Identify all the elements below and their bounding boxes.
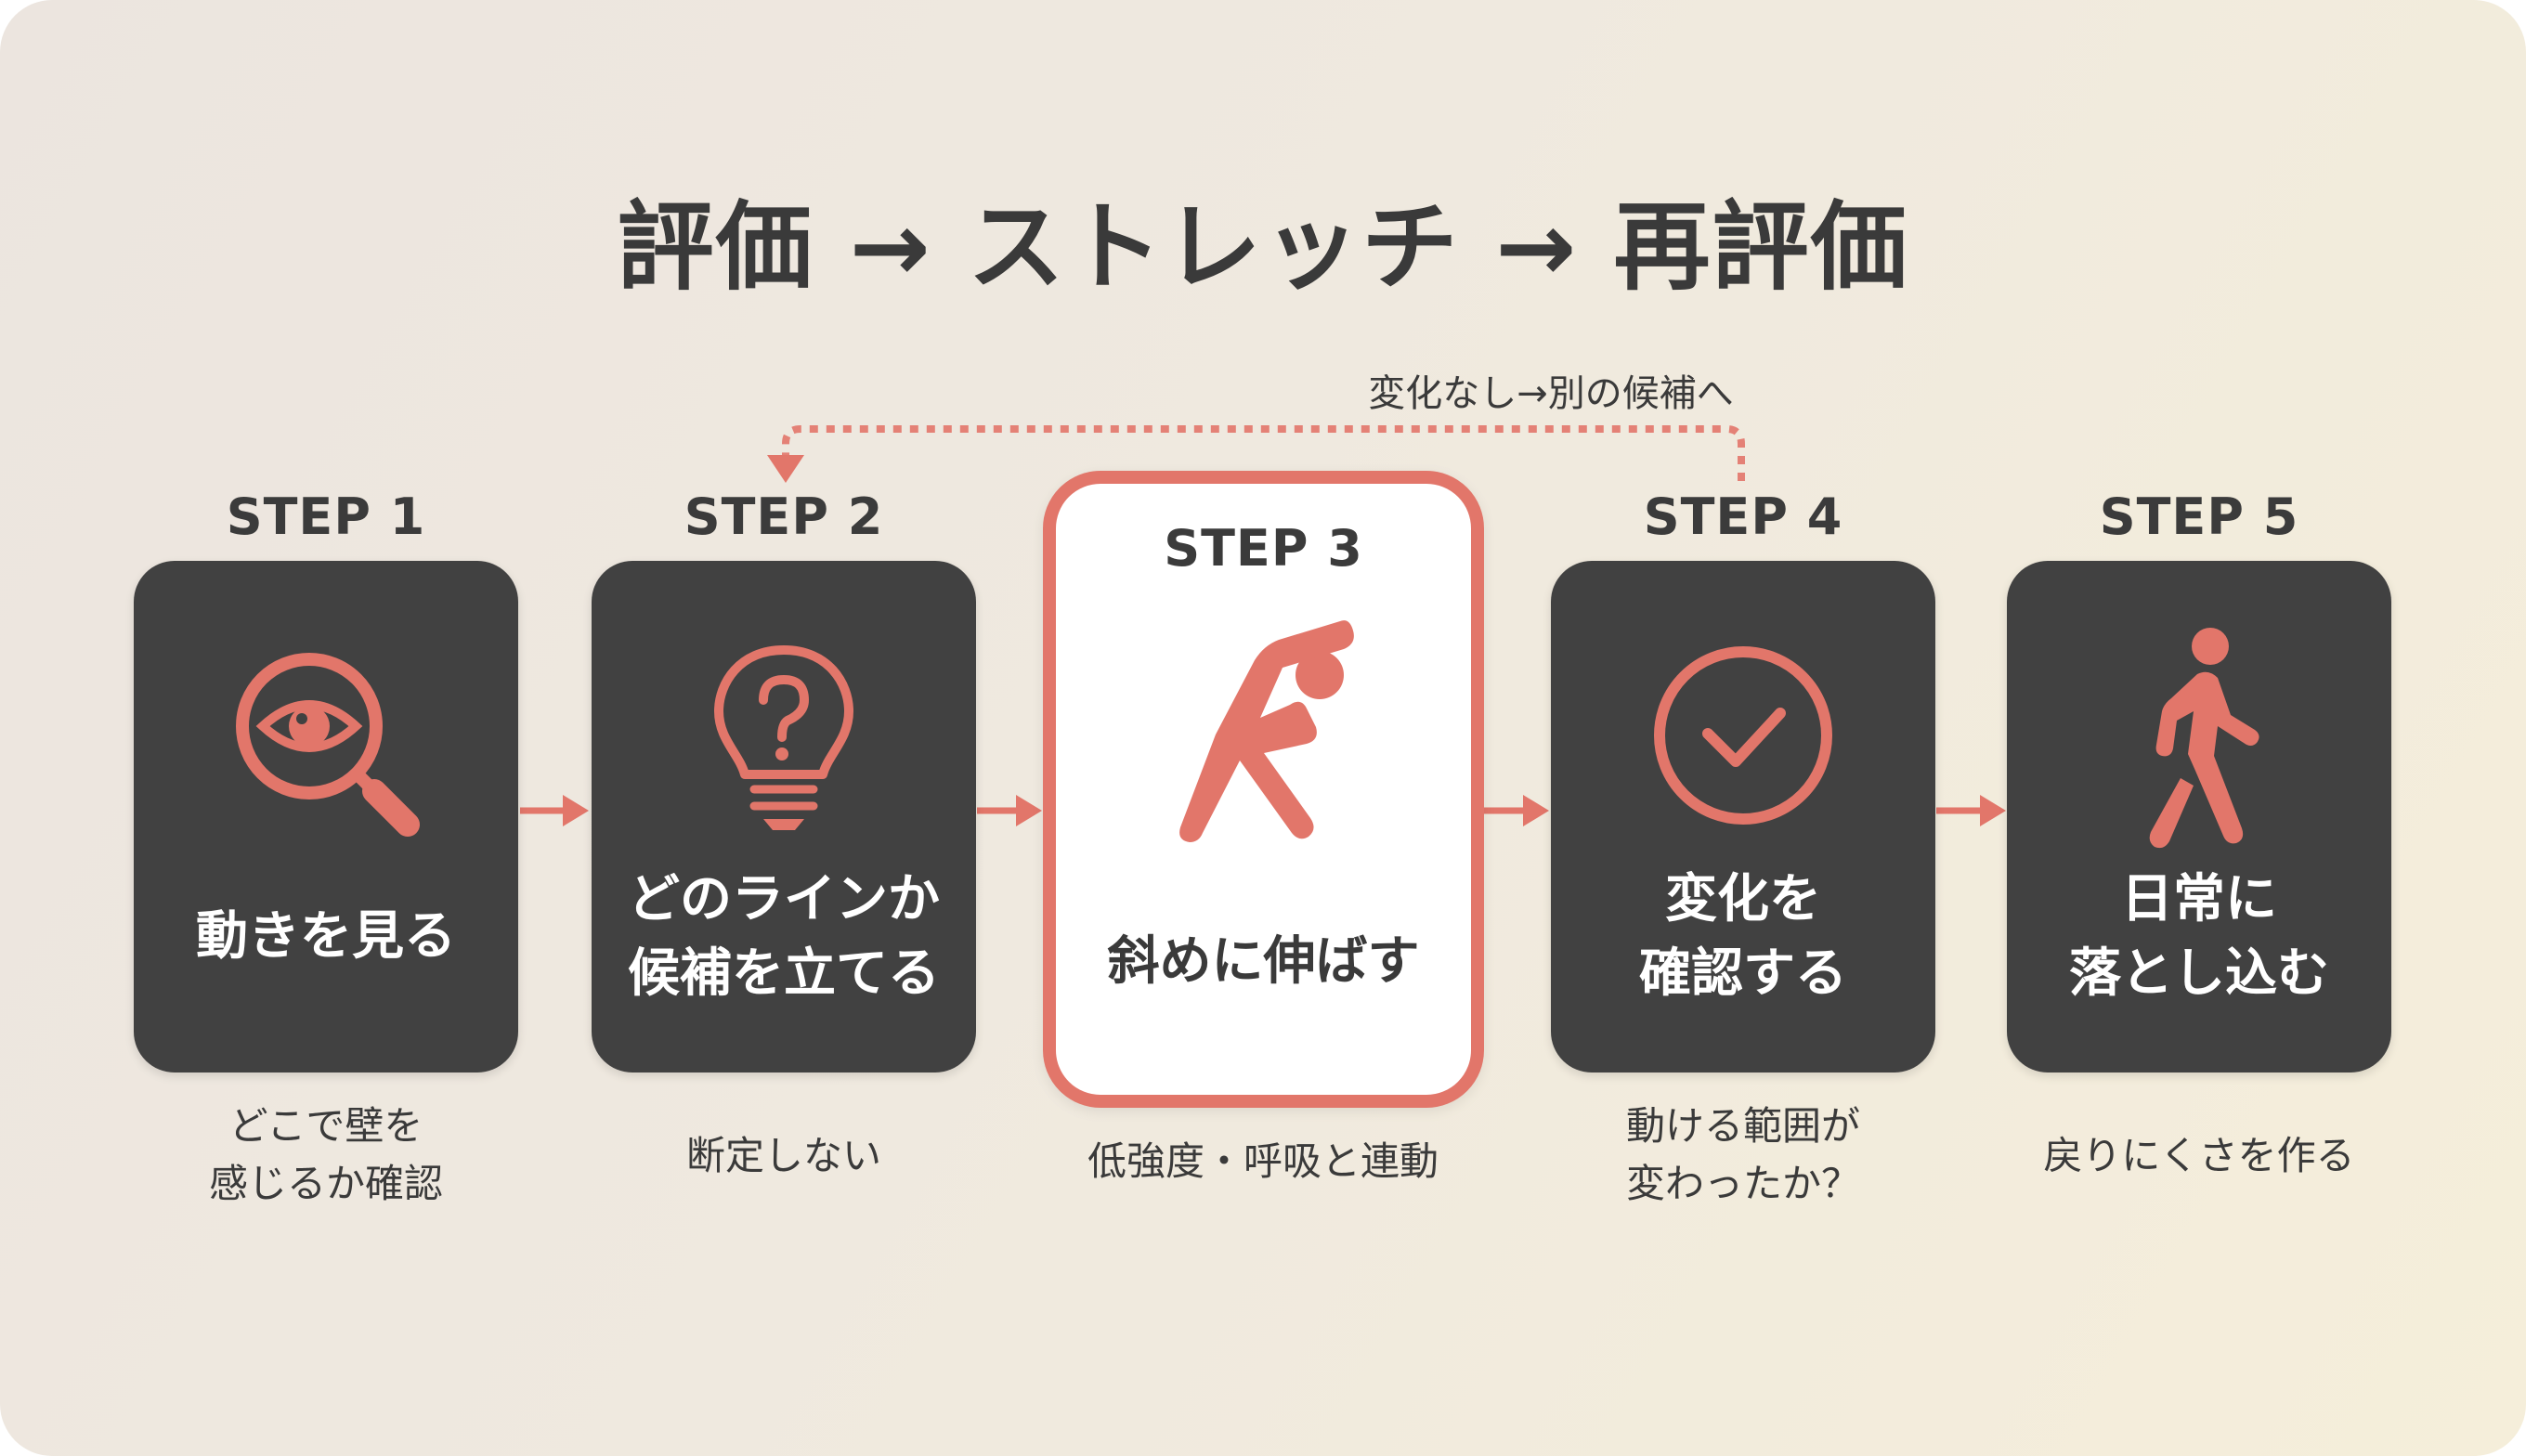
step-5-title: 日常に 落とし込む (2007, 863, 2391, 1011)
step-1-note: どこで壁を 感じるか確認 (94, 1098, 558, 1213)
flow-arrow-3-4 (1484, 795, 1549, 826)
diagram-title: 評価 → ストレッチ → 再評価 (617, 190, 1909, 304)
step-4-title-line-2: 確認する (1639, 943, 1847, 1004)
flow-arrow-4-5 (1936, 795, 2006, 826)
step-4-note-line-2: 変わったか？ (1625, 1161, 1860, 1206)
step-3-note-line-1: 低強度・呼吸と連動 (1087, 1138, 1439, 1184)
step-4-card: 変化を 確認する (1551, 561, 1935, 1072)
step-4-title: 変化を 確認する (1551, 863, 1935, 1011)
step-3-label: STEP 3 (1164, 519, 1363, 578)
step-5-label: STEP 5 (2099, 488, 2299, 546)
step-4-title-line-1: 変化を (1665, 869, 1821, 930)
step-3-card-highlighted: STEP 3 斜めに伸ばす (1043, 471, 1484, 1108)
check-circle-icon (1551, 626, 1935, 867)
step-3-title: 斜めに伸ばす (1107, 931, 1420, 992)
flow-arrow-1-2 (520, 795, 589, 826)
step-5-note: 戻りにくさを作る (1967, 1127, 2431, 1185)
step-2-title-line-2: 候補を立てる (628, 943, 940, 1004)
step-5-title-line-1: 日常に (2121, 869, 2277, 930)
step-4-note: 動ける範囲が 変わったか？ (1511, 1098, 1975, 1213)
step-2-title-line-1: どのラインか (628, 869, 940, 930)
step-2-note-line-1: 断定しない (685, 1133, 881, 1178)
step-4-label: STEP 4 (1643, 488, 1843, 546)
step-5-card: 日常に 落とし込む (2007, 561, 2391, 1072)
step-1-label: STEP 1 (226, 488, 426, 546)
lightbulb-question-icon (592, 626, 976, 867)
walking-person-icon (2007, 626, 2391, 867)
side-stretch-person-icon (1056, 595, 1471, 874)
flow-arrow-2-3 (977, 795, 1042, 826)
step-2-card: どのラインか 候補を立てる (592, 561, 976, 1072)
magnifier-eye-icon (134, 626, 518, 867)
step-2-note: 断定しない (552, 1127, 1016, 1185)
step-4-note-line-1: 動ける範囲が (1625, 1103, 1860, 1149)
step-2-label: STEP 2 (684, 488, 884, 546)
step-3-note: 低強度・呼吸と連動 (1031, 1133, 1495, 1190)
step-2-title: どのラインか 候補を立てる (592, 863, 976, 1011)
step-5-note-line-1: 戻りにくさを作る (2043, 1133, 2355, 1178)
step-1-note-line-1: どこで壁を (228, 1103, 423, 1149)
step-1-title: 動きを見る (196, 906, 456, 967)
loop-label: 変化なし→別の候補へ (1368, 372, 1734, 415)
step-5-title-line-2: 落とし込む (2069, 943, 2329, 1004)
step-1-note-line-2: 感じるか確認 (208, 1161, 443, 1206)
step-1-card: 動きを見る (134, 561, 518, 1072)
